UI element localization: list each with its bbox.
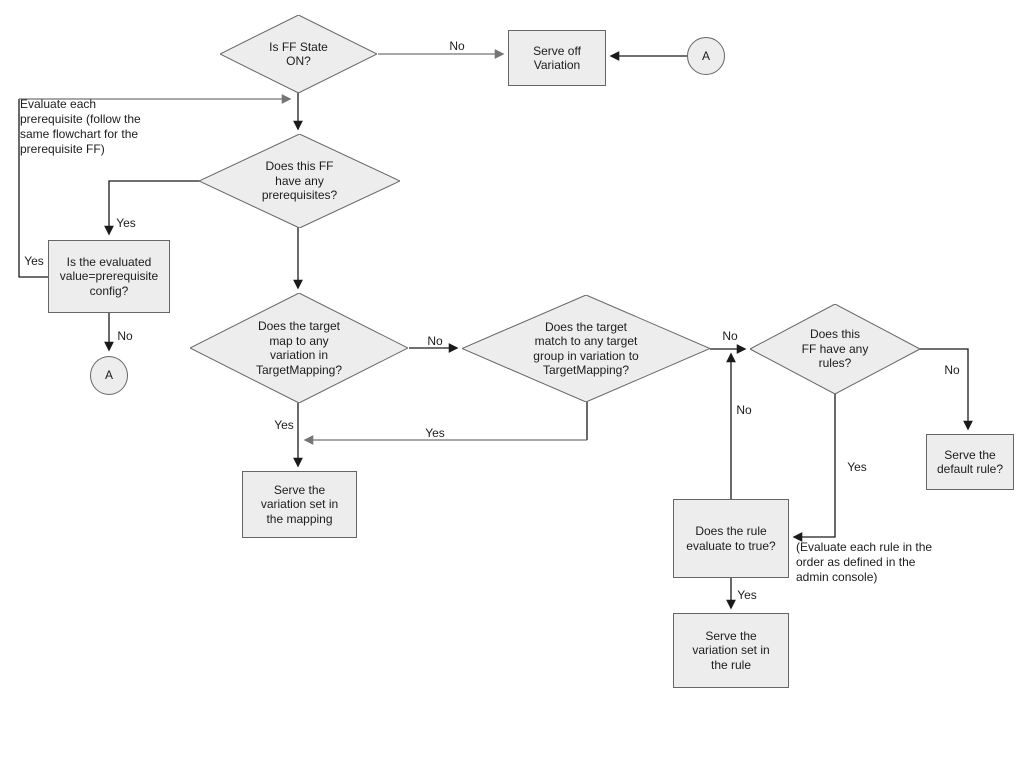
diamond-shape — [190, 293, 408, 403]
edge-label-d4-yes: Yes — [425, 426, 445, 440]
connector-label: A — [104, 368, 113, 383]
process-serve-off-variation: Serve off Variation — [508, 30, 606, 86]
connector-label: A — [701, 48, 710, 63]
edge-label-d5-yes: Yes — [847, 460, 867, 474]
note-rule-order: (Evaluate each rule in the order as defi… — [796, 540, 933, 584]
process-label: Serve off Variation — [533, 43, 581, 73]
edge-label-eval-no: No — [117, 329, 133, 343]
decision-label: Does the target match to any target grou… — [533, 319, 639, 378]
process-serve-mapping-variation: Serve the variation set in the mapping — [242, 471, 357, 538]
edge-label-d4-no: No — [722, 329, 738, 343]
connector-d2-yes-eval — [104, 180, 200, 236]
decision-label: Is FF State ON? — [269, 39, 328, 69]
process-label: Serve the variation set in the mapping — [260, 482, 339, 526]
decision-target-mapping: Does the target map to any variation in … — [190, 293, 408, 403]
edge-label-d1-no: No — [449, 39, 465, 53]
note-evaluate-prerequisite: Evaluate each prerequisite (follow the s… — [20, 97, 141, 156]
decision-has-rules: Does this FF have any rules? — [750, 304, 920, 394]
process-rule-evaluates-true: Does the rule evaluate to true? — [673, 499, 789, 578]
connector-d5-no-default — [920, 348, 973, 431]
diamond-shape — [750, 304, 920, 394]
decision-is-ff-state-on: Is FF State ON? — [220, 15, 377, 93]
decision-label: Does the target map to any variation in … — [255, 319, 343, 377]
edge-label-eval-yes: Yes — [24, 254, 44, 268]
diamond-shape — [199, 134, 400, 228]
decision-has-prerequisites: Does this FF have any prerequisites? — [199, 134, 400, 228]
process-evaluated-value-check: Is the evaluated value=prerequisite conf… — [48, 240, 170, 313]
process-label: Serve the default rule? — [936, 447, 1004, 477]
process-serve-rule-variation: Serve the variation set in the rule — [673, 613, 789, 688]
connector-a-bottom: A — [90, 356, 128, 395]
edge-label-d2-yes: Yes — [116, 216, 136, 230]
connector-d5-yes-rule — [792, 394, 836, 542]
connector-eval-yes-return — [18, 99, 48, 278]
diamond-shape — [462, 295, 710, 402]
edge-label-rule-up-no: No — [736, 403, 752, 417]
process-serve-default-rule: Serve the default rule? — [926, 434, 1014, 490]
connector-a-top: A — [687, 37, 725, 75]
process-label: Serve the variation set in the rule — [692, 628, 770, 672]
process-label: Is the evaluated value=prerequisite conf… — [59, 254, 159, 298]
decision-target-group-match: Does the target match to any target grou… — [462, 295, 710, 402]
diamond-shape — [220, 15, 377, 93]
decision-label: Does this FF have any rules? — [801, 327, 869, 371]
edge-label-d3-yes: Yes — [274, 418, 294, 432]
process-label: Does the rule evaluate to true? — [686, 524, 776, 553]
edge-label-rule-down-yes: Yes — [737, 588, 757, 602]
edge-label-d3-no: No — [427, 334, 443, 348]
decision-label: Does this FF have any prerequisites? — [261, 159, 338, 203]
edge-label-d5-no: No — [944, 363, 960, 377]
